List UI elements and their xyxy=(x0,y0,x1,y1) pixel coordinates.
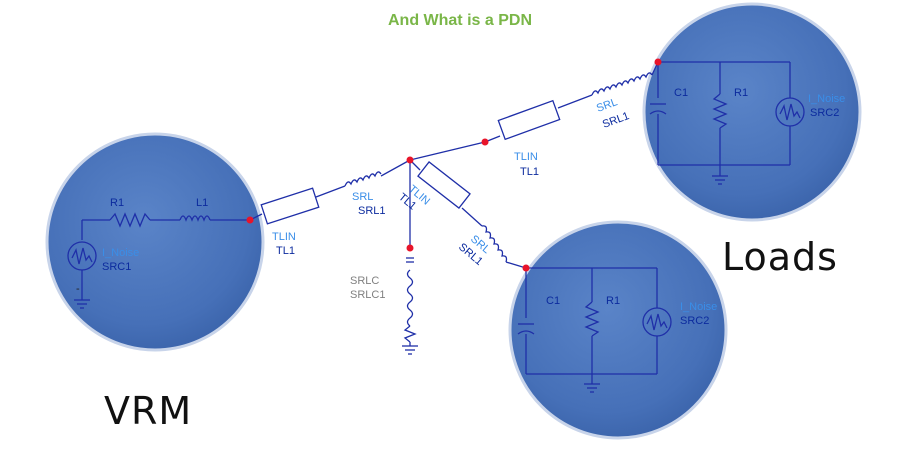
load-bottom-src-id: SRC2 xyxy=(680,315,709,327)
srl-left-type: SRL xyxy=(352,191,373,203)
srlc-type: SRLC xyxy=(350,275,379,287)
load-bottom-c1-label: C1 xyxy=(546,295,560,307)
vrm-caption: VRM xyxy=(104,389,192,433)
vrm-src-type: I_Noise xyxy=(102,247,139,259)
tlin-left-type: TLIN xyxy=(272,231,296,243)
vrm-src-id: SRC1 xyxy=(102,261,131,273)
node-markers xyxy=(246,58,662,272)
srlc-id: SRLC1 xyxy=(350,289,385,301)
load-bottom-r1-label: R1 xyxy=(606,295,620,307)
tlin-top-id: TL1 xyxy=(520,166,539,178)
srl-top-id: SRL1 xyxy=(601,110,631,131)
vrm-l1-label: L1 xyxy=(196,197,208,209)
load-top-src-type: I_Noise xyxy=(808,93,845,105)
diagram-title: And What is a PDN xyxy=(388,12,532,29)
vrm-circle xyxy=(45,132,265,352)
load-top-r1-label: R1 xyxy=(734,87,748,99)
load-top-src-id: SRC2 xyxy=(810,107,839,119)
tlin-top-box xyxy=(497,99,561,141)
load-bottom-circle xyxy=(508,220,728,440)
load-bottom-src-type: I_Noise xyxy=(680,301,717,313)
tlin-left-id: TL1 xyxy=(276,245,295,257)
vrm-ground-mark: - xyxy=(76,283,80,295)
loads-caption: Loads xyxy=(722,235,838,279)
load-top-circle xyxy=(642,2,862,222)
tlin-left-box xyxy=(260,187,320,225)
tlin-top-type: TLIN xyxy=(514,151,538,163)
srl-top-type: SRL xyxy=(595,96,619,115)
tlin-mid-box xyxy=(417,160,471,210)
srl-left-id: SRL1 xyxy=(358,205,386,217)
vrm-r1-label: R1 xyxy=(110,197,124,209)
load-top-c1-label: C1 xyxy=(674,87,688,99)
